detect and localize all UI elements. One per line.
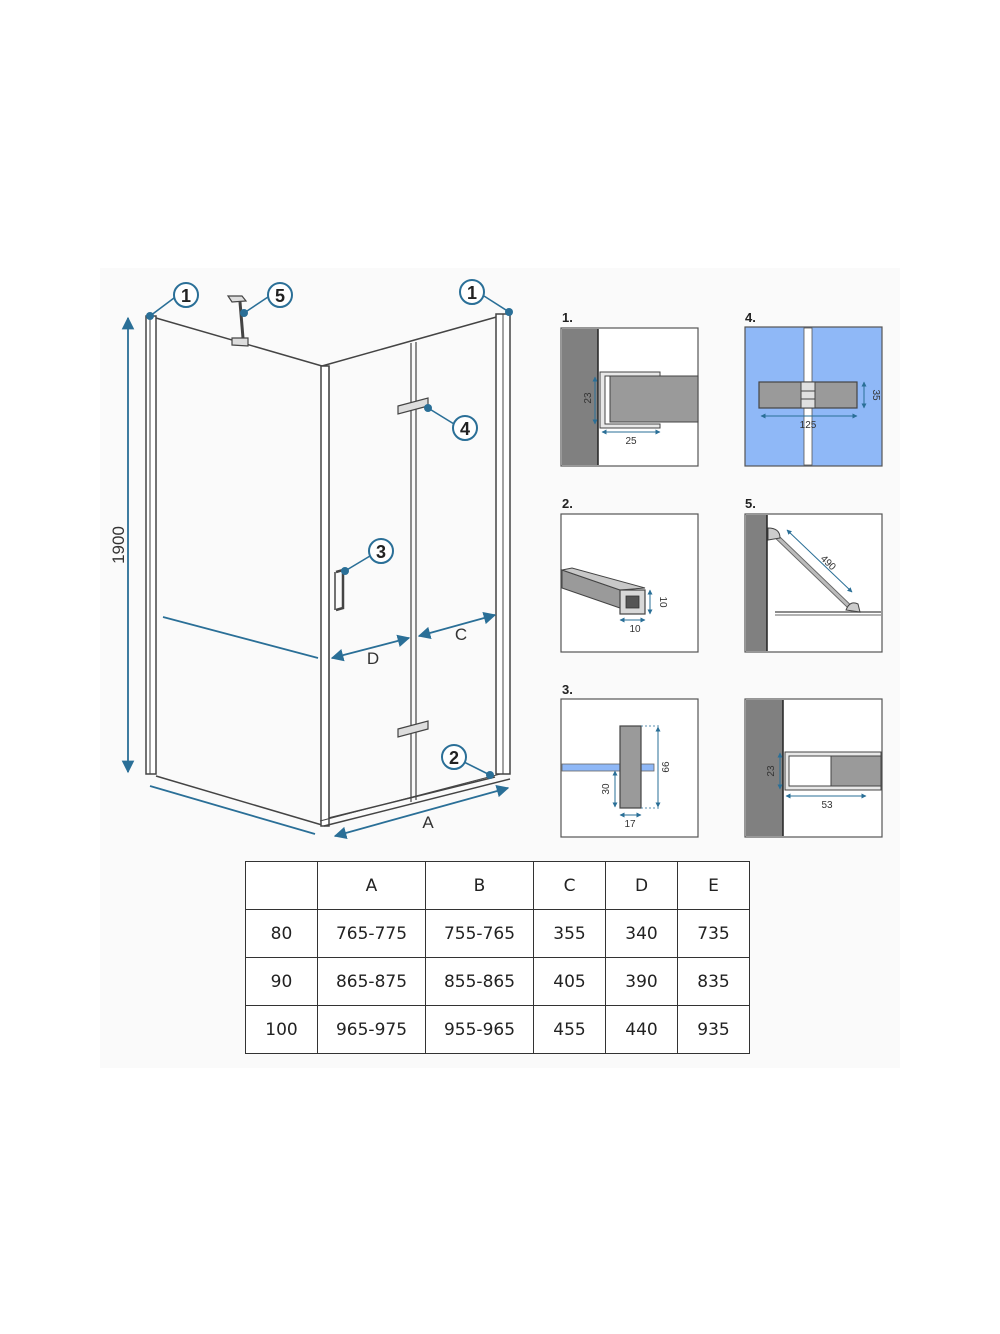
- callout-2: 2: [441, 744, 494, 779]
- svg-text:2.: 2.: [562, 496, 573, 511]
- door-handle: [334, 568, 345, 612]
- callout-3: 3: [341, 538, 394, 575]
- table-cell: 355: [533, 909, 606, 958]
- svg-text:3.: 3.: [562, 682, 573, 697]
- right-wall-profile: [495, 313, 511, 775]
- table-cell: 965-975: [317, 1005, 426, 1054]
- table-row: 100 965-975 955-965 455 440 935: [245, 1005, 750, 1054]
- svg-text:25: 25: [625, 436, 637, 447]
- svg-text:10: 10: [657, 596, 668, 608]
- svg-text:1: 1: [181, 286, 191, 306]
- table-header-row: A B C D E: [245, 861, 750, 910]
- svg-text:17: 17: [624, 819, 636, 830]
- detail-wall-profile-alt: 23 53: [744, 698, 883, 838]
- detail-4-hinge: 4. 125 35: [744, 310, 883, 467]
- dimension-label-a: A: [422, 813, 434, 832]
- detail-5-stabilizer: 5. 490: [744, 496, 883, 653]
- table-cell: 405: [533, 957, 606, 1006]
- callout-4: 4: [424, 404, 478, 441]
- table-cell: 100: [245, 1005, 318, 1054]
- table-cell: 340: [605, 909, 678, 958]
- dimensions-table: A B C D E 80 765-775 755-765 355 340 735…: [245, 861, 750, 1054]
- svg-text:1.: 1.: [562, 310, 573, 325]
- table-cell: 935: [677, 1005, 750, 1054]
- table-cell: 80: [245, 909, 318, 958]
- shower-enclosure-view: [121, 295, 511, 840]
- detail-1-wall-profile: 1. 23 25: [560, 310, 699, 467]
- table-header-cell: C: [533, 861, 606, 910]
- dimension-label-c: C: [455, 625, 467, 644]
- table-header-cell: [245, 861, 318, 910]
- svg-text:125: 125: [800, 420, 817, 431]
- svg-text:4.: 4.: [745, 310, 756, 325]
- svg-text:10: 10: [629, 624, 641, 635]
- dimension-label-d: D: [367, 649, 379, 668]
- svg-text:2: 2: [449, 748, 459, 768]
- detail-2-bottom-profile: 2. 10 10: [560, 496, 699, 653]
- table-header-cell: B: [425, 861, 534, 910]
- table-cell: 735: [677, 909, 750, 958]
- svg-text:23: 23: [583, 392, 594, 404]
- table-cell: 765-775: [317, 909, 426, 958]
- height-dimension-label: 1900: [109, 526, 128, 564]
- svg-text:5: 5: [275, 286, 285, 306]
- side-glass-panel: [155, 365, 330, 827]
- svg-text:5.: 5.: [745, 496, 756, 511]
- svg-text:1: 1: [467, 283, 477, 303]
- table-cell: 440: [605, 1005, 678, 1054]
- svg-text:35: 35: [870, 389, 881, 401]
- callout-1-right: 1: [459, 279, 513, 316]
- svg-text:53: 53: [821, 800, 833, 811]
- table-cell: 755-765: [425, 909, 534, 958]
- svg-text:3: 3: [376, 542, 386, 562]
- folding-door: [319, 342, 511, 827]
- table-header-cell: A: [317, 861, 426, 910]
- table-row: 90 865-875 855-865 405 390 835: [245, 957, 750, 1006]
- table-cell: 955-965: [425, 1005, 534, 1054]
- detail-3-handle: 3. 66 30 17: [560, 682, 699, 838]
- table-cell: 455: [533, 1005, 606, 1054]
- svg-text:66: 66: [661, 761, 672, 773]
- callout-1-left: 1: [146, 282, 199, 320]
- left-wall-profile: [145, 315, 157, 775]
- svg-text:4: 4: [460, 419, 470, 439]
- hinge-bottom: [397, 720, 429, 738]
- table-cell: 90: [245, 957, 318, 1006]
- table-cell: 390: [605, 957, 678, 1006]
- table-cell: 865-875: [317, 957, 426, 1006]
- svg-text:23: 23: [766, 765, 777, 777]
- table-row: 80 765-775 755-765 355 340 735: [245, 909, 750, 958]
- stabilizer-bar: [226, 295, 249, 347]
- svg-text:30: 30: [601, 783, 612, 795]
- callout-5: 5: [240, 282, 293, 317]
- table-header-cell: D: [605, 861, 678, 910]
- table-cell: 835: [677, 957, 750, 1006]
- table-header-cell: E: [677, 861, 750, 910]
- table-cell: 855-865: [425, 957, 534, 1006]
- hinge-top: [397, 397, 429, 415]
